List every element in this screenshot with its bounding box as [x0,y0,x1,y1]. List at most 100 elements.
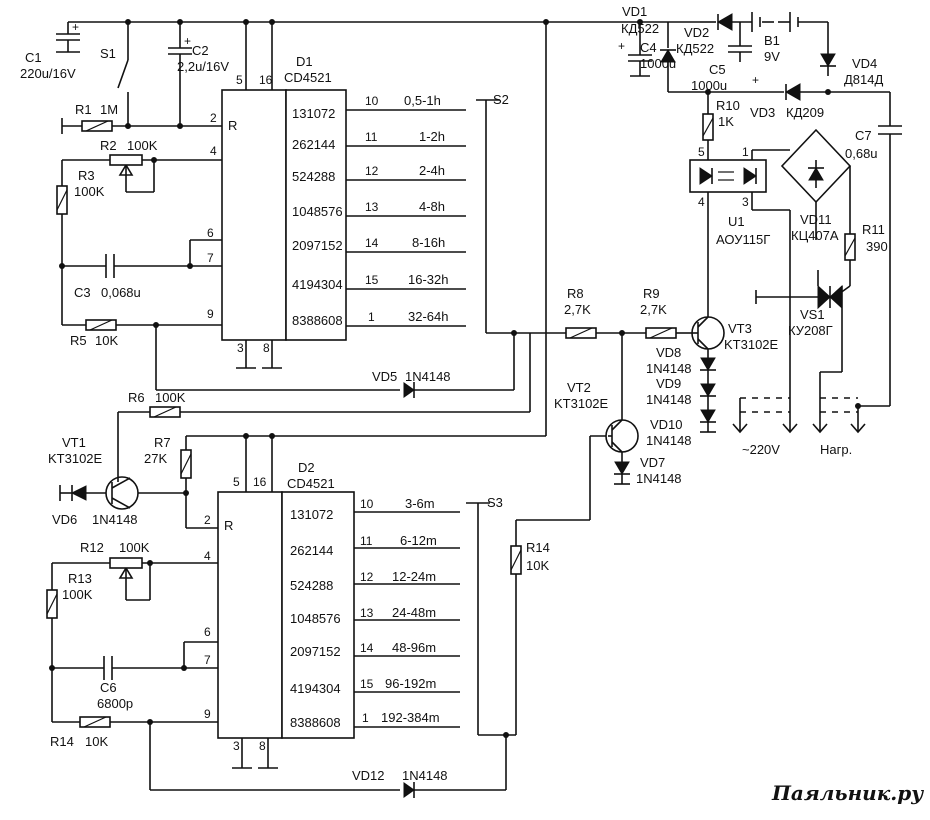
d1-pin-3: 3 [237,341,244,355]
vd1-label: VD1 [622,4,647,19]
d1-range-6: 32-64h [408,309,448,324]
u1-pin-1: 1 [742,145,749,159]
vt2-value: KT3102E [554,396,609,411]
u1-pin-3: 3 [742,195,749,209]
d1-count-0: 131072 [292,106,335,121]
capacitor-c7: C7 0,68u [845,125,902,409]
vd6-label: VD6 [52,512,77,527]
d2-range-6: 192-384m [381,710,440,725]
c3-value: 0,068u [101,285,141,300]
vd1-value: КД522 [621,21,659,36]
r11-label: R11 [862,222,885,237]
resistor-r14b: R14 10K [510,435,608,735]
c2-label: C2 [192,43,209,58]
d1-name: D1 [296,54,313,69]
b1-label: B1 [764,33,780,48]
vd8-value: 1N4148 [646,361,692,376]
r13-value: 100K [62,587,93,602]
d1-pin-16: 16 [259,73,273,87]
d2-range-1: 6-12m [400,533,437,548]
d1-range-5: 16-32h [408,272,448,287]
u1-pin-5: 5 [698,145,705,159]
d1-out-pin-13: 13 [365,200,379,214]
d1-count-6: 8388608 [292,313,343,328]
r10-value: 1K [718,114,734,129]
resistor-r6: R6 100K [117,390,186,478]
vd5-value: 1N4148 [405,369,451,384]
r3-label: R3 [78,168,95,183]
d2-count-3: 1048576 [290,611,341,626]
resistor-r1: R1 1M [61,102,222,134]
vd11-value: КЦ407А [791,228,839,243]
vd7-value: 1N4148 [636,471,682,486]
d1-count-3: 1048576 [292,204,343,219]
d1-pin-7: 7 [207,251,214,265]
d2-name: D2 [298,460,315,475]
c4-label: C4 [640,40,657,55]
vd12-label: VD12 [352,768,385,783]
d1-count-2: 524288 [292,169,335,184]
d1-pin-4: 4 [210,144,217,158]
diode-vd7: VD7 1N4148 [614,455,682,486]
c2-value: 2,2u/16V [177,59,229,74]
d2-out-pin-11: 11 [360,534,373,548]
diode-chain-vd8-vd10: VD8 1N4148 VD9 1N4148 VD10 1N4148 [646,345,716,448]
d2-reset: R [224,518,233,533]
bridge-vd11: VD11 КЦ407А [780,128,852,243]
d1-pin-9: 9 [207,307,214,321]
vd2-value: КД522 [676,41,714,56]
r2-label: R2 [100,138,117,153]
switch-s2: S2 [476,92,566,336]
r6-value: 100K [155,390,186,405]
vd3-value: КД209 [786,105,824,120]
d2-count-4: 2097152 [290,644,341,659]
vd7-label: VD7 [640,455,665,470]
transistor-vt3: VT3 KT3102E [691,210,779,358]
diode-vd1: VD1 КД522 [621,4,676,92]
u1-pin-4: 4 [698,195,705,209]
c4-value: 1000u [640,56,676,71]
capacitor-c1: + C1 220u/16V [20,20,80,81]
d2-count-1: 262144 [290,543,333,558]
d2-count-0: 131072 [290,507,333,522]
r5-value: 10K [95,333,118,348]
watermark: Паяльник.ру [771,781,924,805]
switch-s1: S1 [100,22,131,129]
d1-out-pin-15: 15 [365,273,379,287]
d2-count-2: 524288 [290,578,333,593]
d2-pin-6: 6 [204,625,211,639]
r14b-value: 10K [526,558,549,573]
vt3-label: VT3 [728,321,752,336]
d1-range-4: 8-16h [412,235,445,250]
r8-value: 2,7K [564,302,591,317]
d2-out-pin-14: 14 [360,641,374,655]
r6-label: R6 [128,390,145,405]
load-label: Нагр. [820,442,852,457]
resistor-r8: R8 2,7K [564,286,646,339]
vt1-label: VT1 [62,435,86,450]
d1-range-1: 1-2h [419,129,445,144]
vd4-label: VD4 [852,56,877,71]
diode-vd6: VD6 1N4148 [52,485,138,527]
vd4-value: Д814Д [844,72,883,87]
resistor-r9: R9 2,7K [640,286,692,339]
d2-oscillator-network: R12 100K R13 100K C6 6800p R14 10K [46,540,218,749]
c1-label: C1 [25,50,42,65]
r2-value: 100K [127,138,158,153]
d1-count-1: 262144 [292,137,335,152]
d1-out-pin-11: 11 [365,130,378,144]
diode-vd4: VD4 Д814Д [820,53,883,87]
vd10-label: VD10 [650,417,683,432]
d2-pin-4: 4 [204,549,211,563]
s2-label: S2 [493,92,509,107]
vd2-label: VD2 [684,25,709,40]
d2-range-4: 48-96m [392,640,436,655]
d2-pin-2: 2 [204,513,211,527]
vd10-value: 1N4148 [646,433,692,448]
r13-label: R13 [68,571,92,586]
r8-label: R8 [567,286,584,301]
d2-pin-9: 9 [204,707,211,721]
d1-out-pin-1: 1 [368,310,375,324]
r7-label: R7 [154,435,171,450]
mains-label: ~220V [742,442,780,457]
